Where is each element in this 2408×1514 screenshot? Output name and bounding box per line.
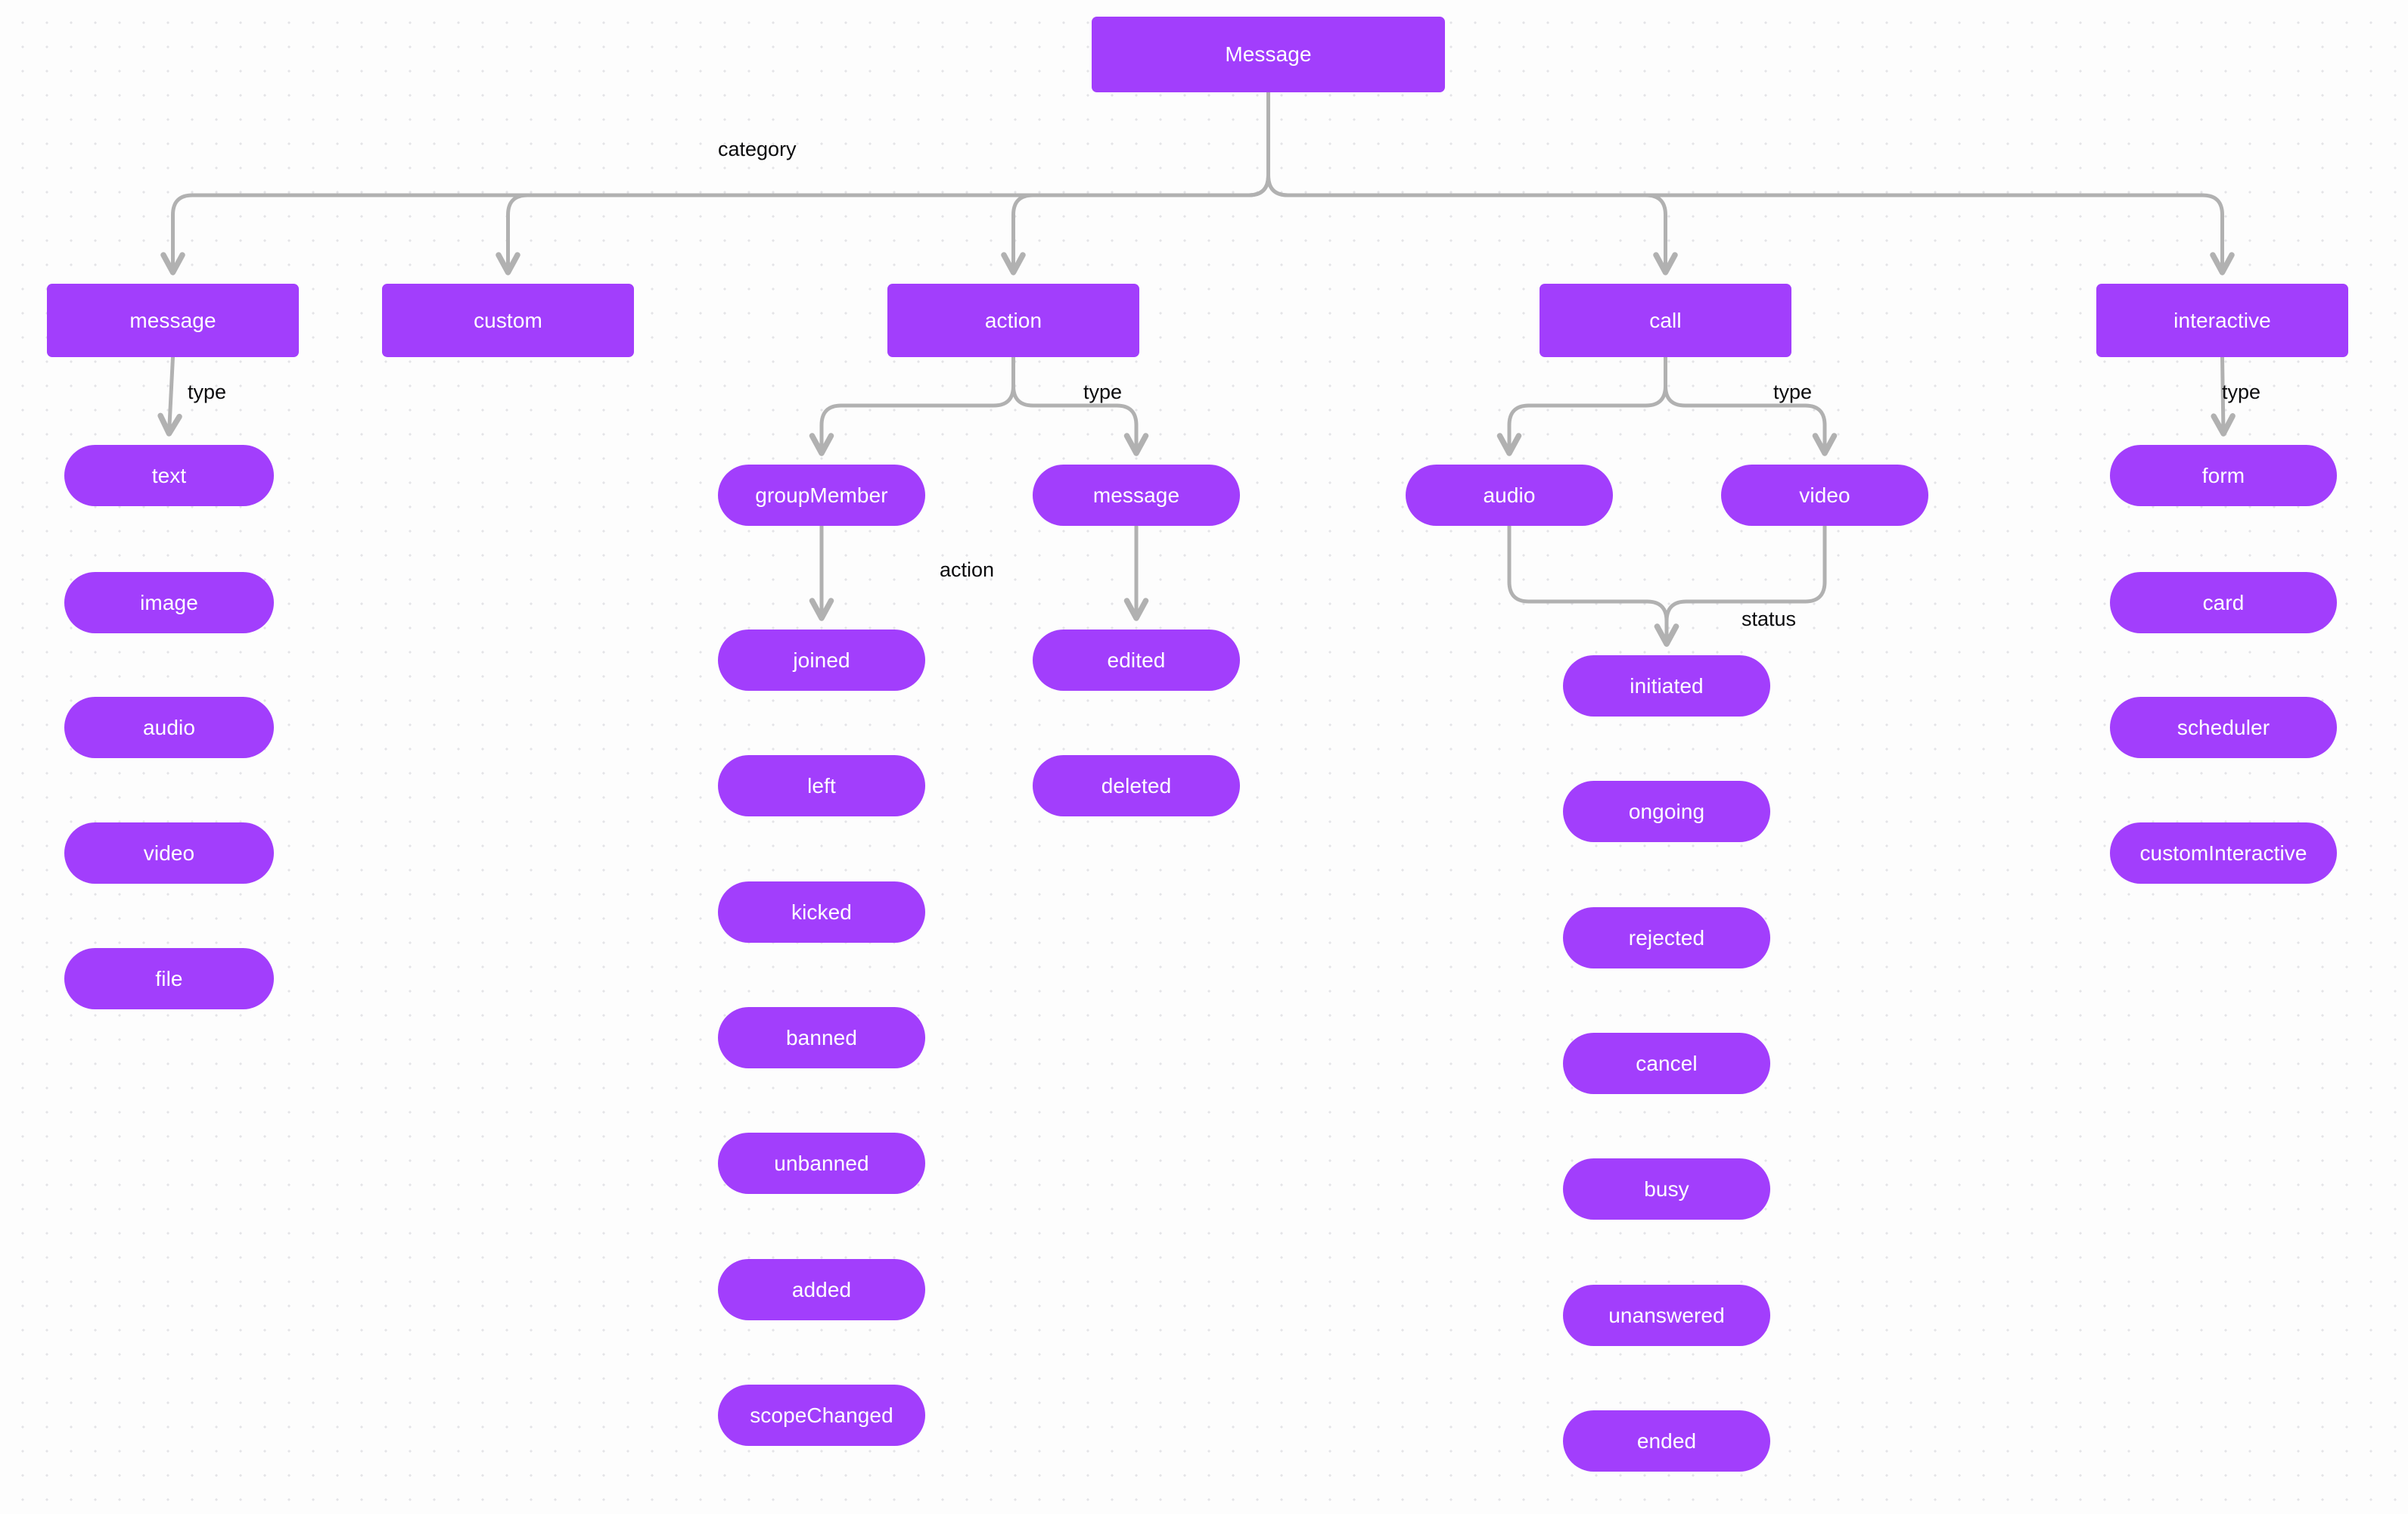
- lbl-action-type: type: [1083, 381, 1123, 403]
- node-st_cancel[interactable]: cancel: [1563, 1033, 1770, 1094]
- node-label: banned: [785, 1025, 858, 1049]
- node-label: ended: [1636, 1429, 1697, 1453]
- node-st_ended[interactable]: ended: [1563, 1410, 1770, 1472]
- node-msg_video[interactable]: video: [64, 822, 274, 884]
- node-label: deleted: [1101, 773, 1172, 797]
- lbl-call-type: type: [1773, 381, 1813, 403]
- node-custom[interactable]: custom: [382, 284, 634, 357]
- node-label: rejected: [1628, 925, 1705, 950]
- node-call[interactable]: call: [1540, 284, 1791, 357]
- lbl-call-status: status: [1742, 608, 1797, 630]
- node-label: audio: [142, 715, 195, 739]
- node-int_scheduler[interactable]: scheduler: [2110, 697, 2337, 758]
- node-label: custom: [474, 308, 542, 332]
- node-label: scopeChanged: [750, 1403, 893, 1427]
- node-label: video: [1799, 483, 1850, 507]
- node-int_card[interactable]: card: [2110, 572, 2337, 633]
- node-label: joined: [793, 648, 850, 672]
- node-action[interactable]: action: [887, 284, 1139, 357]
- node-label: Message: [1225, 42, 1312, 66]
- node-label: interactive: [2173, 308, 2271, 332]
- node-label: left: [807, 773, 836, 797]
- node-st_busy[interactable]: busy: [1563, 1158, 1770, 1220]
- edge-action-to-act_message: [1011, 355, 1149, 456]
- node-am_deleted[interactable]: deleted: [1033, 755, 1240, 816]
- node-label: audio: [1483, 483, 1536, 507]
- node-label: initiated: [1630, 673, 1704, 698]
- node-gm_banned[interactable]: banned: [718, 1007, 925, 1068]
- node-st_unanswered[interactable]: unanswered: [1563, 1285, 1770, 1346]
- node-label: message: [1092, 483, 1180, 507]
- lbl-category: category: [718, 138, 797, 160]
- node-label: edited: [1107, 648, 1166, 672]
- node-gm_left[interactable]: left: [718, 755, 925, 816]
- edge-call-to-call_audio: [1496, 355, 1667, 456]
- lbl-interactive-type: type: [2222, 381, 2261, 403]
- node-gm_joined[interactable]: joined: [718, 630, 925, 691]
- edge-message-to-msg_text: [157, 355, 182, 437]
- node-call_audio[interactable]: audio: [1406, 465, 1613, 526]
- lbl-message-type: type: [188, 381, 227, 403]
- node-label: groupMember: [755, 483, 888, 507]
- edge-call-to-call_video: [1664, 355, 1838, 456]
- node-gm_scopeChanged[interactable]: scopeChanged: [718, 1385, 925, 1446]
- node-message[interactable]: message: [47, 284, 299, 357]
- node-groupMember[interactable]: groupMember: [718, 465, 925, 526]
- node-label: cancel: [1636, 1051, 1698, 1075]
- node-label: busy: [1644, 1177, 1689, 1201]
- node-label: kicked: [791, 900, 852, 924]
- node-msg_file[interactable]: file: [64, 948, 274, 1009]
- node-int_form[interactable]: form: [2110, 445, 2337, 506]
- node-int_customInteractive[interactable]: customInteractive: [2110, 822, 2337, 884]
- node-st_rejected[interactable]: rejected: [1563, 907, 1770, 968]
- edge-root-to-message: [160, 90, 1270, 275]
- node-label: message: [129, 308, 216, 332]
- node-st_ongoing[interactable]: ongoing: [1563, 781, 1770, 842]
- node-label: card: [2202, 590, 2245, 614]
- lbl-action-action: action: [940, 558, 995, 581]
- edge-root-to-interactive: [1266, 90, 2235, 275]
- node-call_video[interactable]: video: [1721, 465, 1928, 526]
- node-msg_audio[interactable]: audio: [64, 697, 274, 758]
- node-label: scheduler: [2177, 715, 2270, 739]
- edge-action-to-groupMember: [809, 355, 1015, 456]
- node-msg_image[interactable]: image: [64, 572, 274, 633]
- edge-root-to-call: [1266, 90, 1678, 275]
- node-label: form: [2201, 463, 2245, 487]
- node-st_initiated[interactable]: initiated: [1563, 655, 1770, 717]
- node-label: image: [140, 590, 198, 614]
- node-label: unbanned: [774, 1151, 869, 1175]
- node-label: file: [155, 966, 183, 990]
- edge-call_audio-to-st_initiated: [1507, 524, 1679, 647]
- node-label: action: [984, 308, 1042, 332]
- node-act_message[interactable]: message: [1033, 465, 1240, 526]
- node-label: ongoing: [1628, 799, 1705, 823]
- node-msg_text[interactable]: text: [64, 445, 274, 506]
- edge-root-to-custom: [496, 90, 1270, 275]
- node-interactive[interactable]: interactive: [2096, 284, 2348, 357]
- node-gm_added[interactable]: added: [718, 1259, 925, 1320]
- node-root[interactable]: Message: [1092, 17, 1445, 92]
- node-label: video: [143, 841, 195, 865]
- edge-root-to-action: [1001, 90, 1270, 275]
- node-label: text: [151, 463, 187, 487]
- edge-paths: [157, 90, 2236, 647]
- node-gm_unbanned[interactable]: unbanned: [718, 1133, 925, 1194]
- node-label: call: [1649, 308, 1682, 332]
- node-label: customInteractive: [2139, 841, 2307, 865]
- node-am_edited[interactable]: edited: [1033, 630, 1240, 691]
- node-label: unanswered: [1608, 1303, 1725, 1327]
- node-label: added: [791, 1277, 852, 1301]
- node-gm_kicked[interactable]: kicked: [718, 881, 925, 943]
